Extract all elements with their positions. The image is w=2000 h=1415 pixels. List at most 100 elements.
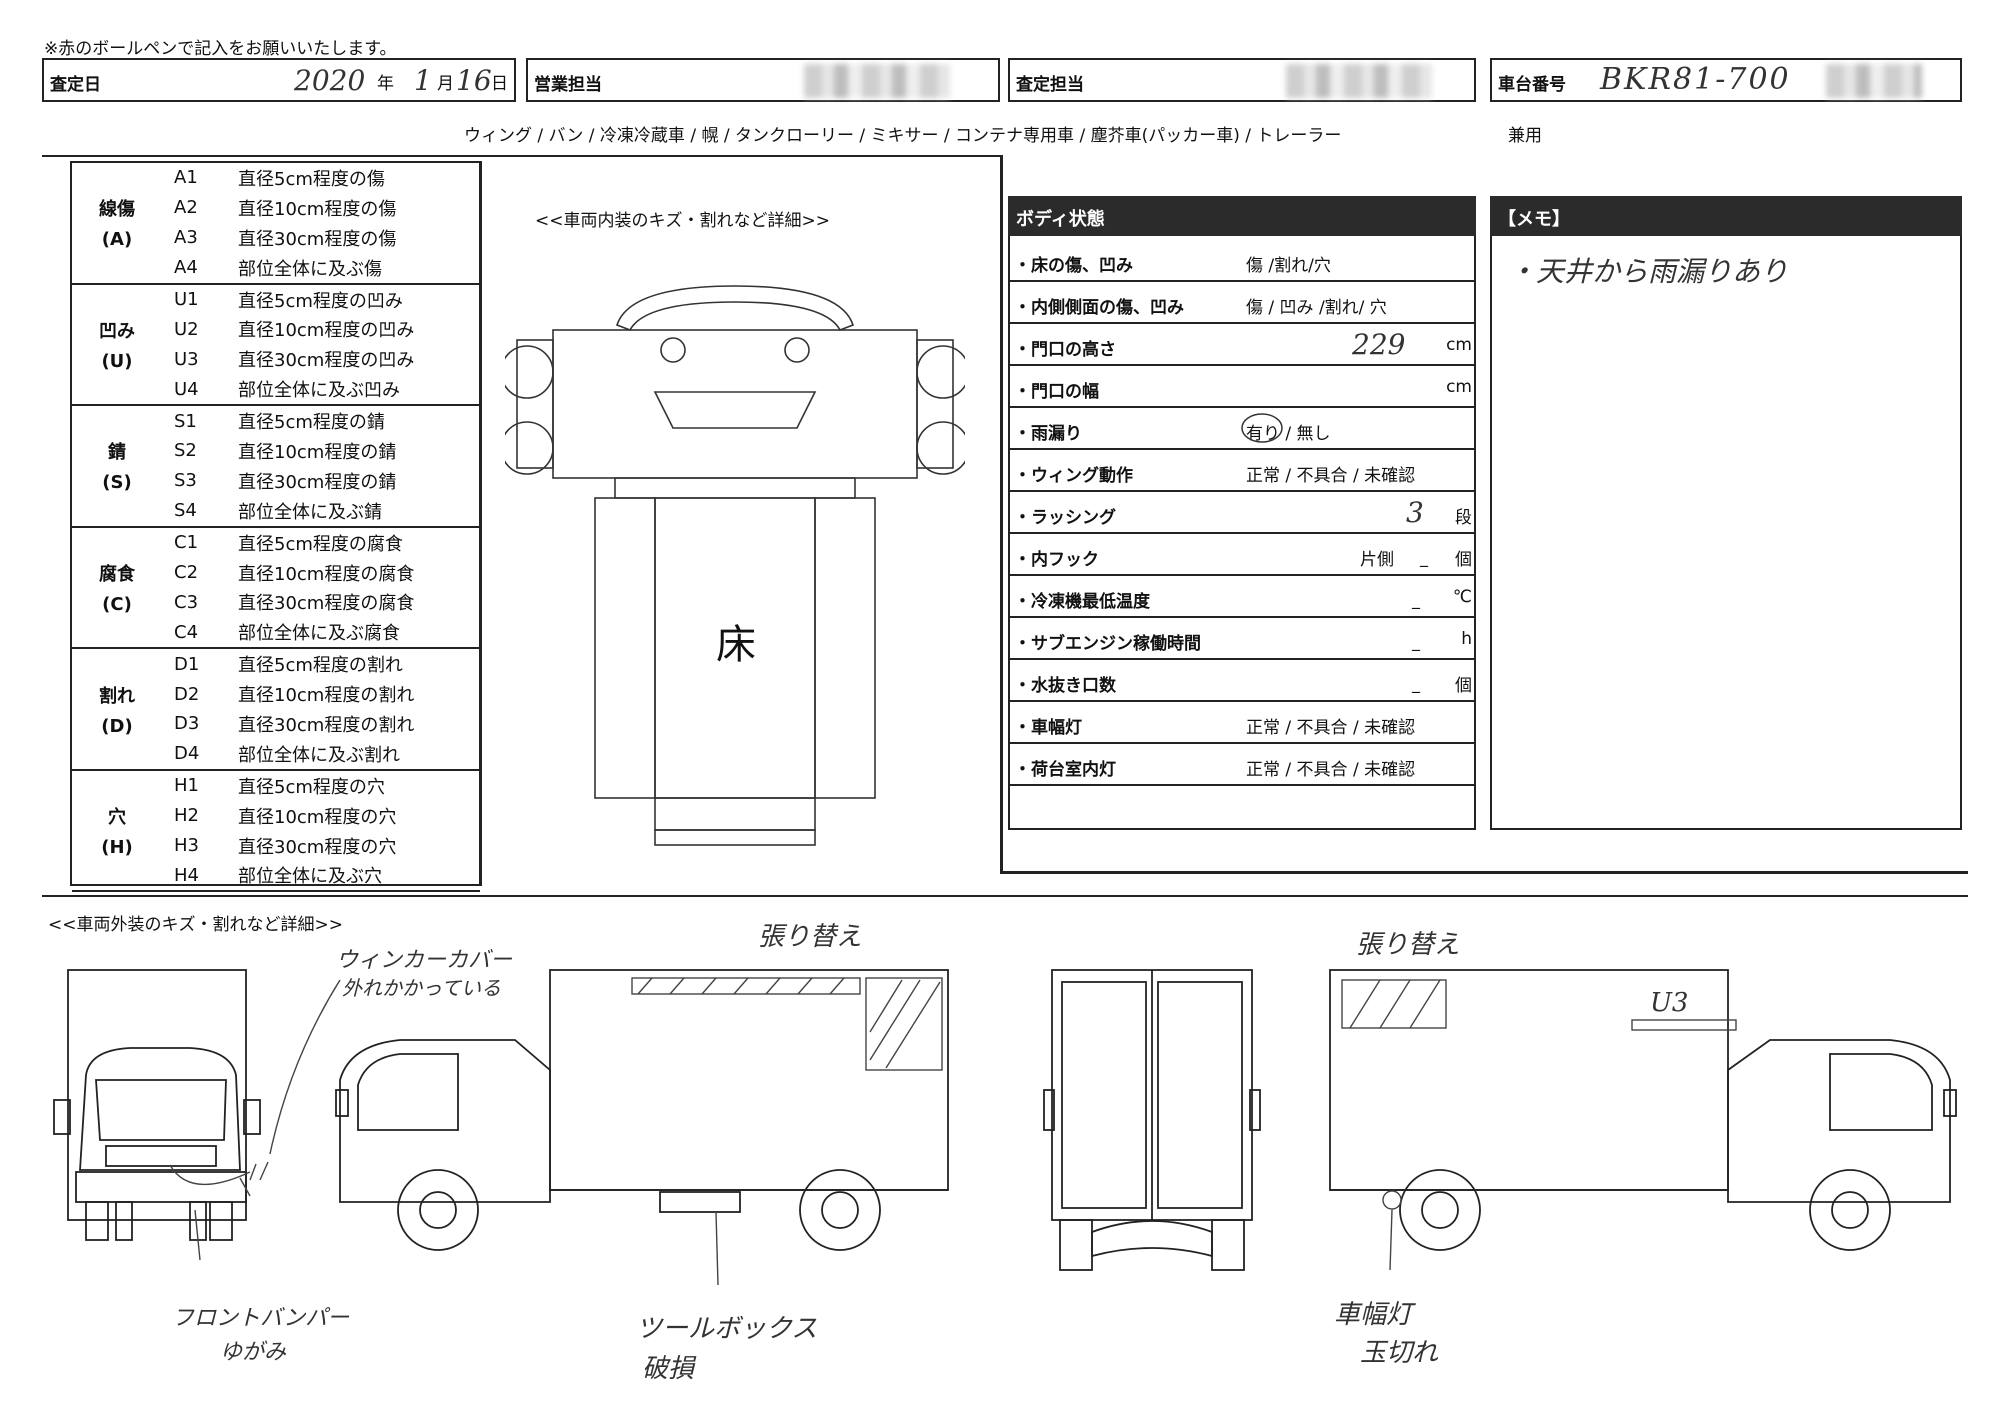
legend-row: H3 直径30cm程度の穴 xyxy=(72,831,480,861)
legend-code: C1 xyxy=(174,532,199,554)
legend-code: C2 xyxy=(174,562,199,584)
condition-options[interactable]: 傷 / 凹み /割れ/ 穴 xyxy=(1246,298,1387,318)
legend-description: 直径5cm程度の割れ xyxy=(238,655,403,677)
condition-unit: ℃ xyxy=(1452,587,1472,607)
condition-handwritten-value: 229 xyxy=(1352,328,1406,361)
condition-label: ・内フック xyxy=(1014,550,1099,570)
blank-mark: _ xyxy=(1412,632,1420,651)
vehicle-type-suffix: 兼用 xyxy=(1508,126,1542,146)
left-light xyxy=(660,337,686,363)
legend-description: 直径30cm程度の傷 xyxy=(238,228,397,250)
condition-label: ・門口の幅 xyxy=(1014,382,1099,402)
condition-options[interactable]: 正常 / 不具合 / 未確認 xyxy=(1246,466,1416,486)
legend-code: U3 xyxy=(174,348,199,370)
legend-category: 錆(S) xyxy=(72,405,162,528)
condition-label: ・床の傷、凹み xyxy=(1014,256,1133,276)
body-condition-row[interactable]: ・門口の幅 cm xyxy=(1008,366,1476,408)
legend-row: U3 直径30cm程度の凹み xyxy=(72,344,480,374)
body-condition-row[interactable]: ・雨漏り 有り / 無し xyxy=(1008,408,1476,450)
legend-code: S4 xyxy=(162,495,238,528)
condition-unit: h xyxy=(1461,629,1472,649)
section-divider xyxy=(42,155,1002,157)
condition-options[interactable]: 正常 / 不具合 / 未確認 xyxy=(1246,760,1416,780)
memo-box[interactable] xyxy=(1490,236,1962,830)
date-box[interactable]: 査定日 2020 年 1 月 16 日 xyxy=(42,58,516,102)
section-divider xyxy=(1000,155,1003,873)
chassis-number-value: BKR81-700 xyxy=(1600,62,1791,97)
legend-description: 部位全体に及ぶ割れ xyxy=(238,738,480,771)
condition-label: ・荷台室内灯 xyxy=(1014,760,1116,780)
toolbox-note-line2: 破損 xyxy=(642,1354,695,1384)
sales-rep-box[interactable]: 営業担当 xyxy=(526,58,1000,102)
legend-category: 割れ(D) xyxy=(72,648,162,771)
legend-code: U4 xyxy=(162,374,238,407)
redacted-name xyxy=(1286,64,1432,98)
redacted-chassis xyxy=(1826,64,1922,98)
body-condition-row[interactable]: ・床の傷、凹み 傷 /割れ/穴 xyxy=(1008,240,1476,282)
winker-leader-line xyxy=(269,979,341,1155)
instruction-note: ※赤のボールペンで記入をお願いいたします。 xyxy=(44,39,397,59)
legend-code: S2 xyxy=(174,440,197,462)
legend-category-abbr: (C) xyxy=(102,593,132,615)
assessor-box[interactable]: 査定担当 xyxy=(1008,58,1476,102)
damage-markings xyxy=(169,977,1737,1286)
legend-description: 部位全体に及ぶ腐食 xyxy=(238,617,480,650)
legend-description: 直径5cm程度の腐食 xyxy=(238,533,403,555)
body-condition-row[interactable]: ・冷凍機最低温度℃_ xyxy=(1008,576,1476,618)
legend-code: H3 xyxy=(174,835,199,857)
redacted-name xyxy=(804,64,950,98)
condition-label: ・ラッシング xyxy=(1014,508,1116,528)
truck-right-side-view xyxy=(1329,969,1957,1251)
body-condition-row[interactable]: ・車幅灯正常 / 不具合 / 未確認 xyxy=(1008,702,1476,744)
condition-options[interactable]: 片側 xyxy=(1360,550,1394,570)
condition-options[interactable]: 傷 /割れ/穴 xyxy=(1246,256,1331,276)
truck-left-side-view xyxy=(335,969,949,1251)
body-condition-row[interactable]: ・内フック片側個_ xyxy=(1008,534,1476,576)
vehicle-type-options: ウィング / バン / 冷凍冷蔵車 / 幌 / タンクローリー / ミキサー /… xyxy=(464,126,1342,146)
legend-category: 穴(H) xyxy=(72,769,162,893)
condition-options[interactable]: 正常 / 不具合 / 未確認 xyxy=(1246,718,1416,738)
legend-description: 直径5cm程度の傷 xyxy=(238,168,385,190)
legend-description: 直径30cm程度の凹み xyxy=(238,350,415,372)
memo-text: ・天井から雨漏りあり xyxy=(1508,255,1789,288)
replace-note-right: 張り替え xyxy=(1356,930,1461,960)
condition-label: ・雨漏り xyxy=(1014,424,1082,444)
body-condition-row[interactable]: ・内側側面の傷、凹み傷 / 凹み /割れ/ 穴 xyxy=(1008,282,1476,324)
legend-code: D4 xyxy=(162,738,238,771)
legend-description: 直径30cm程度の穴 xyxy=(238,836,397,858)
date-day: 16 xyxy=(456,64,492,97)
legend-description: 直径10cm程度の割れ xyxy=(238,685,415,707)
legend-description: 直径30cm程度の錆 xyxy=(238,471,397,493)
legend-category-name: 線傷 xyxy=(99,199,135,221)
legend-description: 直径5cm程度の錆 xyxy=(238,412,385,434)
left-mirror-upper xyxy=(505,345,554,399)
truck-rear-view xyxy=(1043,969,1261,1271)
chassis-number-box[interactable]: 車台番号 BKR81-700 xyxy=(1490,58,1962,102)
rear-sill xyxy=(654,829,816,846)
exterior-truck-diagrams[interactable] xyxy=(40,940,1970,1300)
condition-unit: cm xyxy=(1446,377,1472,397)
legend-code: A4 xyxy=(162,252,238,285)
cab-outline xyxy=(552,329,918,479)
interior-floor-diagram[interactable] xyxy=(505,280,965,850)
body-condition-row[interactable]: ・ウィング動作正常 / 不具合 / 未確認 xyxy=(1008,450,1476,492)
body-condition-row[interactable]: ・荷台室内灯 正常 / 不具合 / 未確認 xyxy=(1008,744,1476,786)
legend-category-abbr: (H) xyxy=(101,837,133,859)
body-condition-row[interactable]: ・水抜き口数個_ xyxy=(1008,660,1476,702)
legend-description: 直径5cm程度の凹み xyxy=(238,290,403,312)
replace-area-left-corner xyxy=(865,977,943,1071)
condition-unit: 段 xyxy=(1455,508,1472,528)
sidelight-leader-line xyxy=(1389,1209,1393,1271)
condition-options[interactable]: 有り / 無し xyxy=(1246,424,1331,444)
